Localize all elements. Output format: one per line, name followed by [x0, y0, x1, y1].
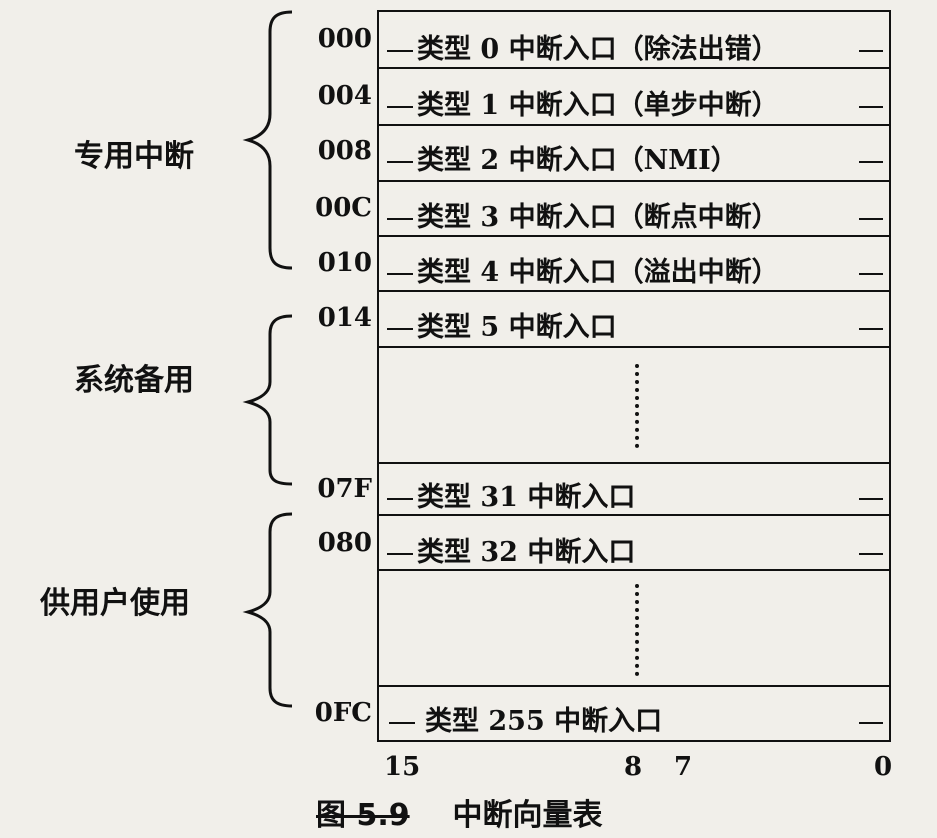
row-marker-left	[387, 328, 413, 330]
row-marker-right	[859, 218, 883, 220]
row-marker-right	[859, 722, 883, 724]
group-label-user: 供用户使用	[40, 586, 190, 621]
row-marker-right	[859, 50, 883, 52]
bit-label-7: 7	[674, 752, 693, 782]
row-marker-left	[389, 722, 415, 724]
row-marker-right	[859, 553, 883, 555]
figure-number: 图 5.9	[316, 798, 410, 833]
group-label-dedicated: 专用中断	[74, 139, 194, 174]
entry-type-5: 类型 5 中断入口	[417, 312, 617, 343]
entry-type-2: 类型 2 中断入口（NMI）	[417, 145, 738, 176]
row-marker-right	[859, 498, 883, 500]
entry-type-1: 类型 1 中断入口（单步中断）	[417, 90, 779, 121]
group-label-reserved: 系统备用	[74, 363, 194, 398]
bit-label-8: 8	[624, 752, 643, 782]
address-000: 000	[317, 24, 372, 54]
table-row: 类型 32 中断入口	[379, 527, 889, 581]
address-004: 004	[317, 81, 372, 111]
table-row: 类型 255 中断入口	[379, 696, 889, 750]
bit-label-15: 15	[384, 752, 421, 782]
row-marker-right	[859, 106, 883, 108]
entry-type-255: 类型 255 中断入口	[425, 706, 663, 737]
address-008: 008	[317, 136, 372, 166]
ellipsis-reserved	[635, 364, 643, 448]
figure-title: 中断向量表	[452, 798, 603, 833]
row-marker-left	[387, 161, 413, 163]
row-marker-left	[387, 273, 413, 275]
table-row: 类型 5 中断入口	[379, 302, 889, 356]
table-row: 类型 4 中断入口（溢出中断）	[379, 247, 889, 301]
table-row: 类型 2 中断入口（NMI）	[379, 135, 889, 189]
table-row: 类型 0 中断入口（除法出错）	[379, 24, 889, 78]
entry-type-3: 类型 3 中断入口（断点中断）	[417, 202, 779, 233]
row-marker-left	[387, 218, 413, 220]
row-marker-right	[859, 273, 883, 275]
interrupt-vector-table: 类型 0 中断入口（除法出错） 类型 1 中断入口（单步中断） 类型 2 中断入…	[377, 10, 891, 742]
brace-user	[242, 512, 293, 708]
entry-type-0: 类型 0 中断入口（除法出错）	[417, 34, 779, 65]
ellipsis-user	[635, 584, 643, 676]
address-07F: 07F	[317, 474, 372, 504]
address-0FC: 0FC	[314, 698, 372, 728]
table-row: 类型 1 中断入口（单步中断）	[379, 80, 889, 134]
brace-dedicated	[242, 10, 293, 270]
bit-label-0: 0	[874, 752, 893, 782]
entry-type-4: 类型 4 中断入口（溢出中断）	[417, 257, 779, 288]
table-row: 类型 3 中断入口（断点中断）	[379, 192, 889, 246]
entry-type-32: 类型 32 中断入口	[417, 537, 636, 568]
row-marker-left	[387, 553, 413, 555]
address-080: 080	[317, 528, 372, 558]
entry-type-31: 类型 31 中断入口	[417, 482, 636, 513]
brace-reserved	[242, 314, 293, 486]
address-00C: 00C	[315, 193, 372, 223]
address-014: 014	[317, 303, 372, 333]
row-marker-left	[387, 498, 413, 500]
table-row: 类型 31 中断入口	[379, 472, 889, 526]
figure-caption: 图 5.9 中断向量表	[316, 790, 603, 834]
row-marker-right	[859, 161, 883, 163]
row-marker-left	[387, 50, 413, 52]
row-marker-left	[387, 106, 413, 108]
address-010: 010	[317, 248, 372, 278]
row-marker-right	[859, 328, 883, 330]
